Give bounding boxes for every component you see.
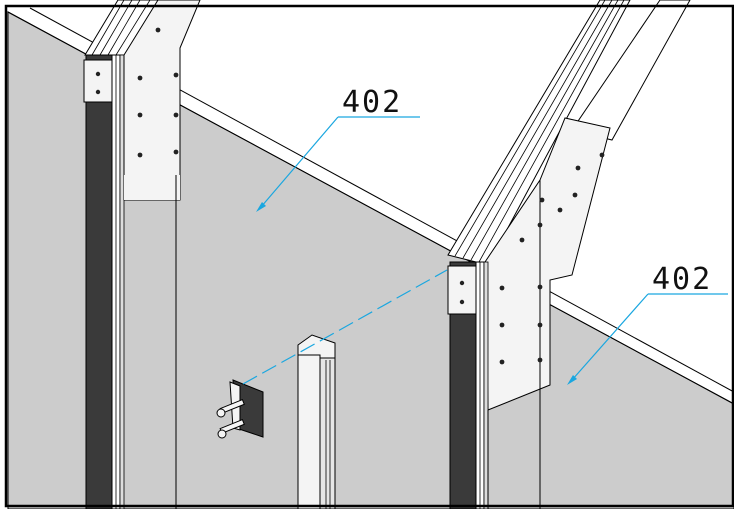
callout-label-right: 402 bbox=[652, 262, 712, 297]
left-bracket-bolts bbox=[137, 27, 179, 158]
callout-left: 402 bbox=[256, 85, 420, 212]
callout-label-left: 402 bbox=[342, 85, 402, 120]
assembly-dashed-line bbox=[242, 269, 448, 385]
right-post bbox=[447, 0, 691, 509]
drawing-frame bbox=[4, 4, 734, 508]
left-post bbox=[83, 0, 201, 509]
right-bracket-bolts bbox=[499, 152, 605, 365]
middle-post bbox=[297, 334, 336, 509]
callout-right: 402 bbox=[567, 262, 728, 385]
clamp-plate-with-bolts bbox=[216, 379, 264, 439]
